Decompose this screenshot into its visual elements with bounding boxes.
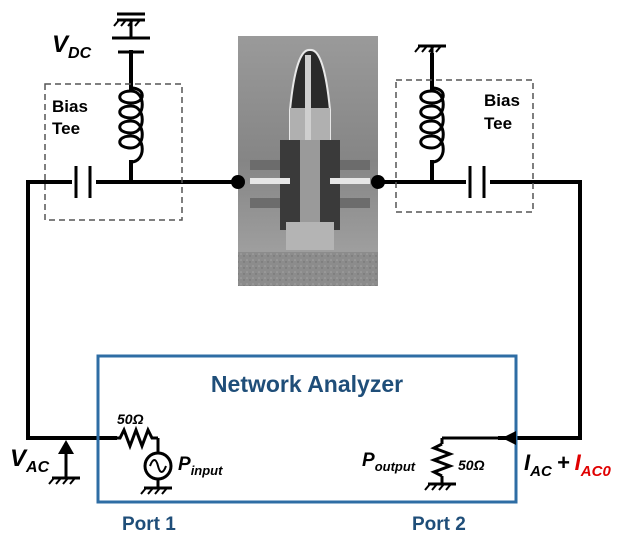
ground-right-bias-icon — [414, 44, 446, 55]
resistor-port1-icon — [115, 425, 160, 452]
poutput-label: Poutput — [362, 450, 416, 474]
network-analyzer-box — [96, 354, 518, 504]
iac-expression: IAC+IAC0 — [524, 450, 611, 480]
ac-source-icon — [143, 451, 173, 488]
iac-arrow-icon — [502, 431, 516, 445]
inductor-left-icon — [118, 86, 144, 164]
bias-tee-left-box — [44, 83, 183, 221]
vdc-label: VDC — [52, 31, 92, 62]
ground-vac-icon — [48, 476, 80, 485]
port2-label: Port 2 — [412, 514, 466, 535]
resistor-port2-value: 50Ω — [458, 457, 485, 473]
bias-tee-right-box — [395, 79, 534, 213]
sem-micrograph-image — [238, 36, 378, 286]
junction-dot-right — [371, 175, 385, 189]
vac-label: VAC — [10, 445, 50, 476]
vac-arrow-icon — [58, 440, 74, 478]
network-analyzer-title: Network Analyzer — [211, 371, 403, 397]
capacitor-left — [72, 166, 96, 198]
dc-source-battery — [110, 36, 154, 60]
inductor-right-icon — [419, 86, 445, 164]
bias-tee-right-label-2: Tee — [484, 114, 512, 133]
bias-tee-right-label-1: Bias — [484, 91, 520, 110]
capacitor-right — [466, 166, 490, 198]
ground-port1-icon — [140, 486, 172, 495]
junction-dot-left — [231, 175, 245, 189]
bias-tee-left-label-2: Tee — [52, 119, 80, 138]
ground-vdc-icon — [113, 12, 145, 38]
resistor-port1-value: 50Ω — [117, 411, 144, 427]
port1-label: Port 1 — [122, 514, 176, 535]
bias-tee-left-label-1: Bias — [52, 97, 88, 116]
ground-port2-icon — [424, 482, 456, 491]
pinput-label: Pinput — [178, 454, 223, 478]
